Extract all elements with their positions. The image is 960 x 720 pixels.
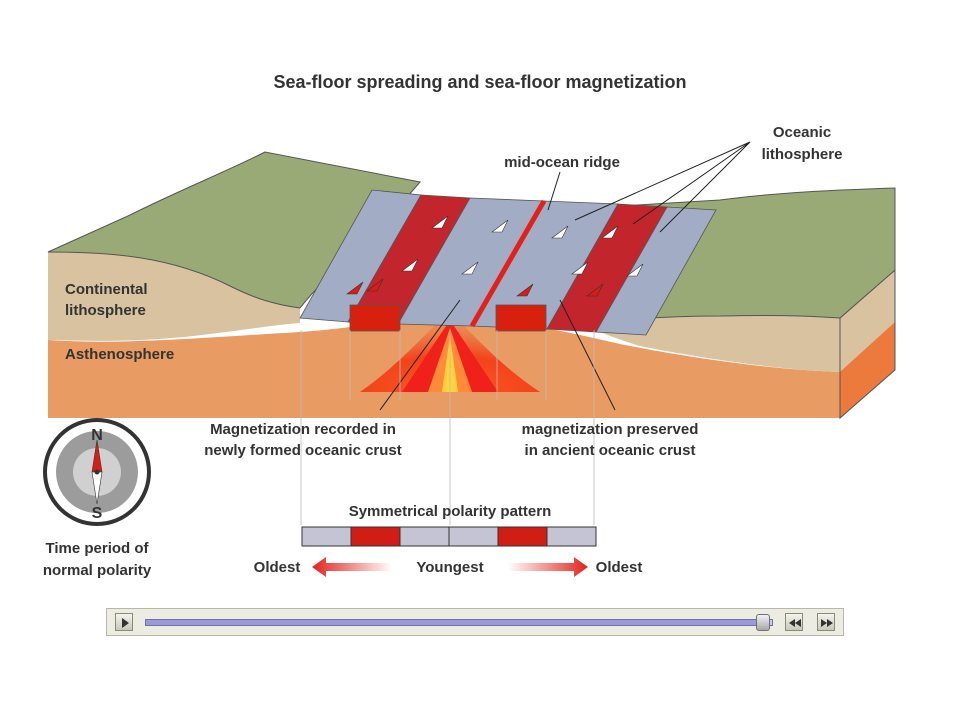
asthenosphere-label: Asthenosphere xyxy=(65,346,174,363)
magnetization-arrow-icon xyxy=(461,261,479,275)
rewind-button[interactable] xyxy=(785,613,803,631)
polarity-cell-reversed xyxy=(546,526,597,547)
magnetization-arrow-icon xyxy=(431,215,449,229)
oceanic-lithosphere-label-2: lithosphere xyxy=(762,146,843,163)
compass-caption-1: Time period of xyxy=(45,540,149,557)
play-button[interactable] xyxy=(115,613,133,631)
oldest-label-right: Oldest xyxy=(596,559,643,576)
magnetization-arrow-icon xyxy=(346,281,364,295)
continental-lithosphere-label-1: Continental xyxy=(65,281,148,298)
continent-surface-left xyxy=(47,151,421,309)
polarity-strip xyxy=(301,526,597,547)
magnetization-arrow-icon xyxy=(626,263,644,277)
continental-lithosphere-left xyxy=(48,252,300,341)
polarity-cell-reversed xyxy=(301,526,352,547)
oceanic-lithosphere-label-1: Oceanic xyxy=(773,124,831,141)
oldest-arrow-left xyxy=(312,557,392,577)
magnetization-arrow-icon xyxy=(366,278,384,292)
polarity-cell-normal xyxy=(497,526,548,547)
polarity-cell-reversed xyxy=(399,526,450,547)
magnetization-recorded-label-2: newly formed oceanic crust xyxy=(204,442,402,459)
magnetization-recorded-label-1: Magnetization recorded in xyxy=(210,421,396,438)
mid-ocean-ridge-label: mid-ocean ridge xyxy=(504,154,620,171)
asthenosphere-side xyxy=(840,322,895,418)
oldest-label-left: Oldest xyxy=(254,559,301,576)
magnetization-arrow-icon xyxy=(551,225,569,239)
magnetization-arrow-icon xyxy=(401,258,419,272)
magnetization-arrow-icon xyxy=(516,283,534,297)
compass-icon: N S xyxy=(43,418,151,526)
polarity-cell-normal xyxy=(350,526,401,547)
compass-caption-2: normal polarity xyxy=(43,562,152,579)
progress-track[interactable] xyxy=(145,614,773,631)
crust-block-left xyxy=(349,304,401,332)
fast-forward-icon xyxy=(821,619,833,627)
crust-block-right xyxy=(495,304,547,332)
leader-lines xyxy=(379,141,751,411)
progress-thumb[interactable] xyxy=(755,614,770,631)
oldest-arrow-right xyxy=(508,557,588,577)
compass-south-label: S xyxy=(92,505,103,522)
magnetization-arrow-icon xyxy=(491,219,509,233)
oceanic-band-outer-right xyxy=(595,206,717,336)
progress-fill xyxy=(146,620,763,625)
oceanic-lithosphere xyxy=(299,189,717,336)
magnetization-arrow-icon xyxy=(601,225,619,239)
continental-lithosphere-label-2: lithosphere xyxy=(65,302,146,319)
mid-ocean-ridge-axis xyxy=(469,199,547,328)
sea-floor-diagram: mid-ocean ridge Oceanic lithosphere Cont… xyxy=(43,124,896,579)
fast-forward-button[interactable] xyxy=(817,613,835,631)
magnetization-arrow-icon xyxy=(571,261,589,275)
polarity-cell-reversed xyxy=(448,526,499,547)
magnetization-preserved-label-1: magnetization preserved xyxy=(522,421,699,438)
compass-north-label: N xyxy=(91,427,103,444)
magnetization-arrow-icon xyxy=(586,283,604,297)
media-player xyxy=(106,608,844,636)
crust-magnetization-marks xyxy=(346,215,644,297)
diagram-title: Sea-floor spreading and sea-floor magnet… xyxy=(273,72,687,92)
projection-lines xyxy=(300,330,595,525)
play-icon xyxy=(122,618,129,628)
symmetrical-pattern-label: Symmetrical polarity pattern xyxy=(349,503,552,520)
rewind-icon xyxy=(789,619,801,627)
youngest-label: Youngest xyxy=(416,559,483,576)
continental-lithosphere-right xyxy=(595,315,840,372)
magnetization-preserved-label-2: in ancient oceanic crust xyxy=(525,442,696,459)
